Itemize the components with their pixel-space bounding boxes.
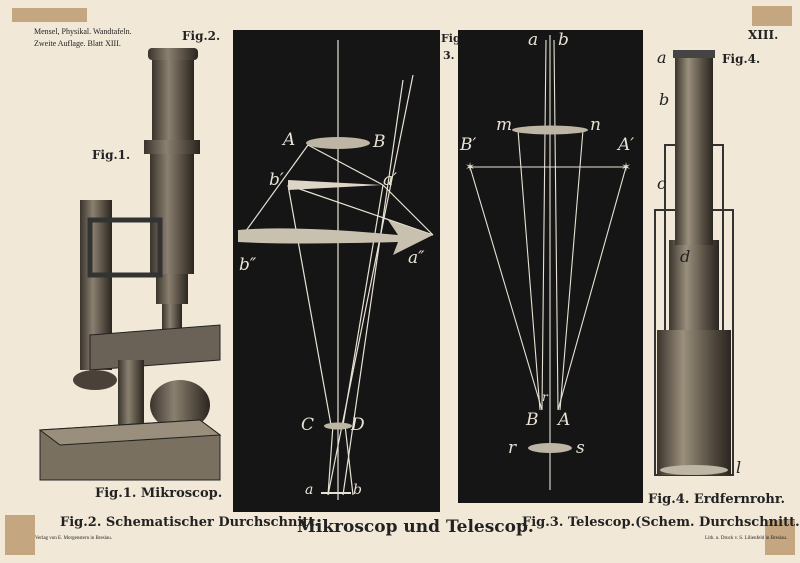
tape-mark [5,515,35,555]
point-label: b′ [269,170,284,190]
fig1-label: Fig.1. [92,148,131,162]
point-label: s [576,438,585,458]
fig4-caption: Fig.4. Erdfernrohr. [648,492,786,507]
point-label: B [526,410,539,430]
svg-text:✶: ✶ [621,160,631,174]
publisher-line: Mensel, Physikal. Wandtafeln. [34,27,132,36]
fig3-caption: Fig.3. Telescop.(Schem. Durchschnitt.) [522,515,800,530]
publisher-line: Zweite Auflage. Blatt XIII. [34,39,121,48]
microscope-ray-diagram [238,40,434,500]
fig2-panel: A B b′ a′ b″ a″ C D a b [233,30,440,512]
point-label: D [351,415,365,435]
fig2-label: Fig.2. [182,29,221,43]
point-label: a′ [383,170,397,190]
publisher-footer: Verlag von E. Morgenstern in Breslau. [35,536,112,541]
plate-number: XIII. [748,28,779,42]
fig3-label: Fig [441,32,461,45]
tape-mark [765,520,795,555]
fig1-caption: Fig.1. Mikroscop. [95,486,223,501]
point-label: B′ [460,135,477,155]
point-label: C [301,415,315,435]
point-label: l [736,458,742,477]
point-label: m [496,115,513,135]
chart-title: Mikroscop und Telescop. [297,517,534,537]
terrestrial-telescope-drawing [654,50,734,476]
microscope-drawing [38,48,222,481]
point-label: A [558,410,571,430]
point-label: b [558,30,569,50]
point-label: a [528,30,539,50]
point-label: r [508,438,517,458]
fig4-label: Fig.4. [722,52,761,66]
point-label: c [657,174,666,193]
point-label: A′ [618,135,635,155]
point-label: b [353,482,362,498]
point-label: a [657,48,667,67]
point-label: b [659,90,670,109]
point-label: d [680,247,691,266]
point-label: a″ [408,248,425,268]
point-label: b″ [239,255,257,275]
telescope-ray-diagram: ✶ ✶ [465,35,631,490]
printer-footer: Lith. u. Druck v. S. Lilienfeld in Bresl… [705,536,788,541]
point-label: n [590,115,601,135]
svg-text:✶: ✶ [465,160,475,174]
fig3-number: 3. [443,49,455,62]
point-label: A [283,130,296,150]
tape-mark [12,8,87,22]
point-label: a [305,482,314,498]
point-label: r [542,390,548,404]
fig3-panel: ✶ ✶ a b m n B′ A′ r B A r s [458,30,643,503]
fig2-caption: Fig.2. Schematischer Durchschnitt. [60,515,319,530]
point-label: B [373,132,386,152]
tape-mark [752,6,792,26]
